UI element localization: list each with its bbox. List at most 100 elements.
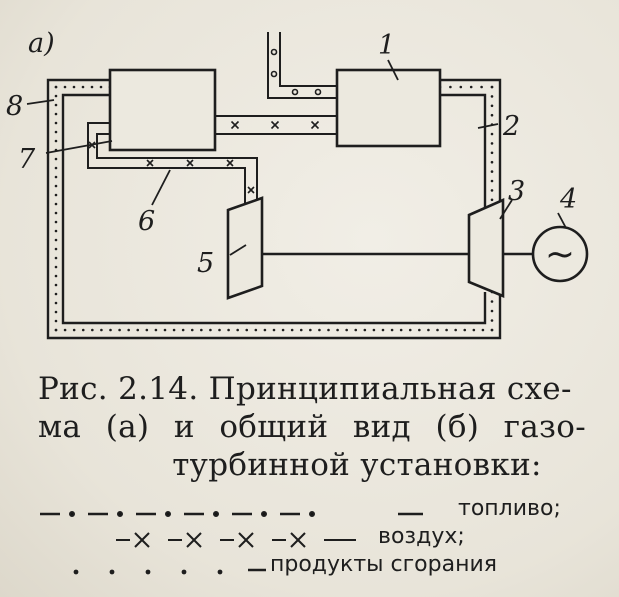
pattern-dot [54,328,58,332]
pattern-dot [54,202,58,206]
pattern-dot [381,328,385,332]
pattern-dot [254,328,258,332]
pattern-dot [54,310,58,314]
pattern-dot [490,309,494,313]
pattern-dot [354,328,358,332]
pattern-dot [463,328,467,332]
pattern-dot [472,328,476,332]
label-6: 6 [138,206,155,237]
combustion-products-loop [46,78,502,340]
pattern-dot [227,328,230,332]
gas-turbine-schematic: ~ a) 1 2 3 4 5 6 7 8 [6,28,589,340]
fuel-supply-line [267,32,337,99]
pattern-dot [490,300,494,303]
pattern-dot [109,569,115,575]
pattern-dot [336,328,339,332]
pattern-dot [318,328,321,332]
leader-lines [26,59,567,256]
pattern-dot [490,142,494,145]
legend-combustion-label: продукты сгорания [270,552,497,577]
combustion-chamber-block [335,68,442,148]
legend-air-label: воздух; [378,524,465,549]
legend-fuel-swatch [40,510,423,517]
pattern-dot [54,166,58,170]
pattern-dot [54,265,58,269]
pattern-dot [490,104,494,108]
label-1: 1 [378,30,395,61]
pattern-dot [116,510,123,517]
pattern-dot [163,328,167,332]
pattern-dot [480,85,483,89]
pattern-cross [226,159,234,167]
pattern-dot [54,229,58,233]
pattern-dot [118,328,121,332]
pattern-dot [136,328,140,332]
pattern-dot [154,328,158,332]
pattern-dot [490,95,494,98]
label-5: 5 [197,248,214,279]
pattern-dot [164,510,171,517]
turbine-shape [467,198,505,298]
pattern-dot [445,328,448,332]
caption-line-3: турбинной установки: [172,447,542,483]
panel-label: a) [28,28,55,59]
pattern-dot [490,85,494,89]
pattern-dot [212,510,219,517]
pattern-dot [490,113,494,117]
pattern-cross [186,532,202,548]
pattern-dot [54,130,58,134]
pattern-dot [290,328,294,332]
pattern-dot [260,510,267,517]
pattern-dot [54,283,58,287]
generator-circle [531,225,589,283]
pattern-dot [54,175,58,179]
pattern-dot [363,328,367,332]
pattern-dot [72,85,76,89]
pattern-dot [449,85,452,89]
regenerator-block [108,68,217,152]
pattern-dot [490,328,494,332]
pattern-dot [236,328,239,332]
pattern-cross [290,532,306,548]
label-4: 4 [559,184,577,215]
pattern-dot [490,189,494,192]
pattern-cross [270,120,280,130]
pattern-dot [72,328,76,332]
pattern-dot [54,193,58,197]
pattern-dot [181,328,185,332]
pattern-cross [186,159,194,167]
pattern-dot [190,328,194,332]
pattern-dot [63,85,67,89]
pattern-dot [90,85,94,89]
compressor-shape [226,196,264,300]
pattern-dot [436,328,439,332]
pattern-dot [54,256,58,260]
pattern-dot [263,328,267,332]
air-duct [87,122,258,212]
pattern-dot [181,569,187,575]
figure-caption: Рис. 2.14. Принципиальная схе- ма (а) и … [38,370,586,484]
pattern-dot [490,198,494,202]
pattern-dot [54,274,58,278]
pattern-dot [309,510,316,517]
caption-line-2: ма (а) и общий вид (б) газо- [38,409,586,445]
pattern-dot [54,112,58,116]
pattern-dot [54,292,58,296]
air-crosses [88,141,255,194]
pattern-dot [172,328,176,332]
pattern-cross [230,120,240,130]
pattern-dot [454,328,457,332]
pattern-dot [81,328,85,332]
label-7: 7 [18,144,36,175]
pattern-dot [418,328,421,332]
pattern-dot [54,139,58,143]
pattern-dot [109,328,112,332]
pattern-dot [217,569,223,575]
pattern-dot [200,328,203,332]
fuel-markers [270,48,322,96]
legend-air-swatch [116,532,356,548]
pattern-dot [345,328,348,332]
pattern-dot [490,170,494,173]
pattern-dot [54,301,58,305]
